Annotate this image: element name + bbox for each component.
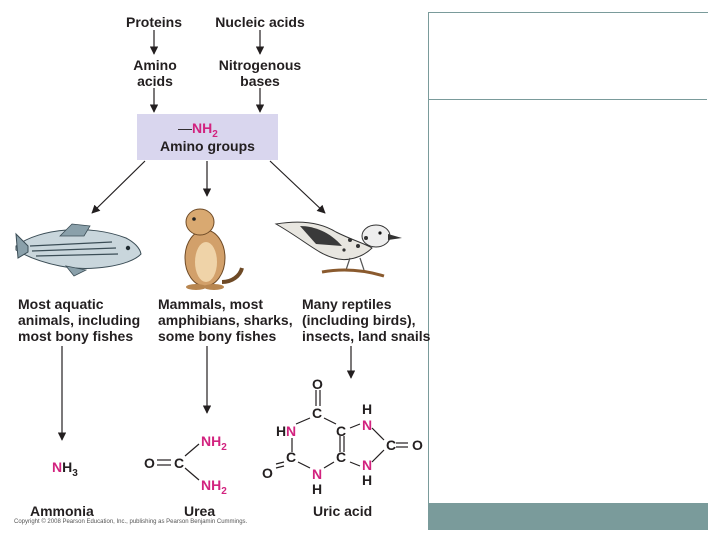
urea-nh2-bottom: NH2	[201, 477, 227, 497]
slide-frame	[428, 12, 708, 530]
mammals-label: Mammals, most amphibians, sharks, some b…	[158, 296, 293, 344]
bird-illustration	[274, 221, 402, 278]
svg-text:O: O	[312, 376, 323, 392]
urea-carbon: C	[174, 455, 185, 471]
svg-text:O: O	[262, 465, 273, 481]
arrow-box-to-bird	[269, 160, 326, 214]
amino-group-formula: —NH2	[178, 120, 218, 140]
svg-text:H: H	[312, 481, 322, 497]
urea-label: Urea	[184, 503, 216, 519]
frame-divider	[428, 99, 707, 100]
svg-text:C: C	[286, 449, 296, 465]
reptiles-label: Many reptiles (including birds), insects…	[302, 296, 431, 344]
amino-groups-label: Amino groups	[160, 138, 255, 154]
svg-text:C: C	[386, 437, 396, 453]
svg-text:H: H	[276, 423, 286, 439]
proteins-label: Proteins	[125, 14, 182, 30]
svg-text:N: N	[312, 466, 322, 482]
uric-acid-label: Uric acid	[313, 503, 373, 519]
frame-footer-bar	[428, 503, 708, 529]
ammonia-formula: NH3	[52, 459, 78, 479]
svg-text:C: C	[336, 423, 346, 439]
svg-text:N: N	[362, 457, 372, 473]
svg-text:N: N	[362, 417, 372, 433]
svg-text:H: H	[362, 472, 372, 488]
fish-illustration	[15, 223, 142, 277]
nitrogenous-bases-label: Nitrogenous bases	[218, 57, 302, 89]
svg-text:N: N	[286, 423, 296, 439]
svg-text:O: O	[412, 437, 423, 453]
uric-acid-structure: O C H N C H N C O C C O N H N H	[262, 376, 423, 497]
svg-text:C: C	[336, 449, 346, 465]
nucleic-acids-label: Nucleic acids	[215, 14, 305, 30]
amino-acids-label: Amino acids	[133, 57, 177, 89]
urea-nh2-top: NH2	[201, 433, 227, 453]
flow-arrows	[57, 30, 356, 441]
amino-group-box	[137, 114, 278, 160]
svg-text:C: C	[312, 405, 322, 421]
urea-bonds	[157, 443, 200, 481]
aquatic-animals-label: Most aquatic animals, including most bon…	[18, 296, 141, 344]
urea-oxygen: O	[144, 455, 155, 471]
svg-text:H: H	[362, 401, 372, 417]
copyright-notice: Copyright © 2008 Pearson Education, Inc.…	[14, 519, 248, 525]
prairie-dog-illustration	[184, 208, 244, 290]
ammonia-label: Ammonia	[30, 503, 94, 519]
arrow-box-to-fish	[91, 160, 146, 214]
